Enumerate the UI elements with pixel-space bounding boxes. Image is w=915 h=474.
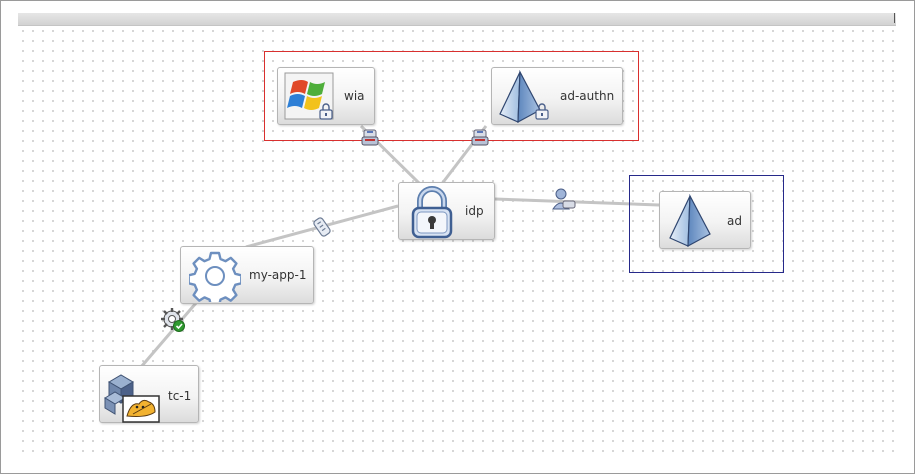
- pyramid-icon: [499, 70, 541, 124]
- node-idp[interactable]: idp: [398, 182, 495, 240]
- link-idp-ad: [494, 197, 660, 207]
- node-label: my-app-1: [249, 268, 307, 282]
- node-ad[interactable]: ad: [659, 191, 751, 249]
- plug-connector-icon[interactable]: [309, 214, 335, 240]
- node-wia[interactable]: wia: [277, 67, 375, 125]
- gear-check-connector-icon[interactable]: [159, 306, 187, 334]
- padlock-icon: [411, 186, 453, 239]
- node-ad-authn[interactable]: ad-authn: [491, 67, 623, 125]
- node-my-app-1[interactable]: my-app-1: [180, 246, 314, 304]
- web-connector-icon[interactable]: [358, 125, 384, 151]
- lock-badge-icon: [535, 103, 549, 120]
- node-label: idp: [465, 204, 484, 218]
- directory-group-box[interactable]: [629, 175, 784, 273]
- node-label: ad: [727, 214, 742, 228]
- gear-icon: [189, 251, 241, 302]
- canvas-header-bar: [18, 13, 896, 26]
- node-label: tc-1: [168, 389, 192, 403]
- node-tc-1[interactable]: tc-1: [99, 365, 199, 423]
- web-connector-icon[interactable]: [468, 125, 494, 151]
- header-tick: [894, 13, 895, 23]
- user-connector-icon[interactable]: [549, 187, 577, 213]
- lock-badge-icon: [319, 103, 333, 120]
- pyramid-icon: [669, 194, 711, 248]
- link-tc-1-my-app-1: [139, 302, 198, 368]
- server-tomcat-icon: [104, 374, 160, 423]
- auth-group-box[interactable]: [264, 51, 639, 141]
- node-label: ad-authn: [560, 89, 615, 103]
- node-label: wia: [344, 89, 365, 103]
